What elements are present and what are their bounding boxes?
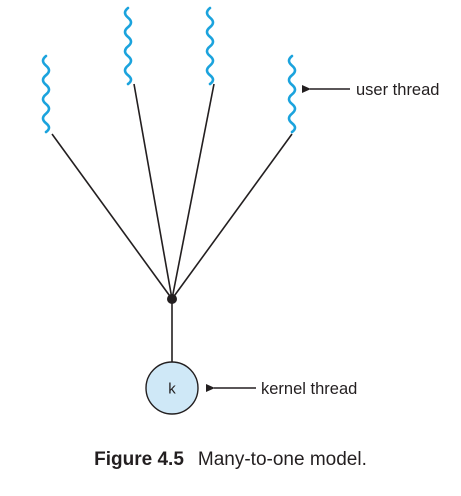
user-thread-label: user thread (356, 81, 439, 99)
figure-title: Many-to-one model. (197, 449, 367, 470)
kernel-thread-label: kernel thread (261, 380, 357, 398)
thread-connections (51, 83, 293, 362)
connection-line-1 (51, 133, 173, 300)
kernel-thread-circle (145, 361, 199, 415)
connection-line-3 (171, 83, 215, 300)
connection-line-2 (133, 83, 173, 300)
figure-caption: Figure 4.5 Many-to-one model. (0, 449, 461, 471)
user-thread-wave-icon (123, 6, 133, 86)
user-thread-wave-icon (41, 54, 51, 134)
user-thread-annotation: user thread (302, 81, 439, 99)
user-threads (41, 6, 297, 134)
user-thread-wave-icon (287, 54, 297, 134)
kernel-thread-node: k (145, 361, 199, 415)
figure-number: Figure 4.5 (94, 449, 184, 470)
kernel-node-label: k (168, 381, 176, 398)
kernel-thread-annotation: kernel thread (206, 380, 357, 398)
user-thread-wave-icon (205, 6, 215, 86)
connection-line-4 (171, 133, 293, 300)
junction-dot (167, 294, 177, 304)
